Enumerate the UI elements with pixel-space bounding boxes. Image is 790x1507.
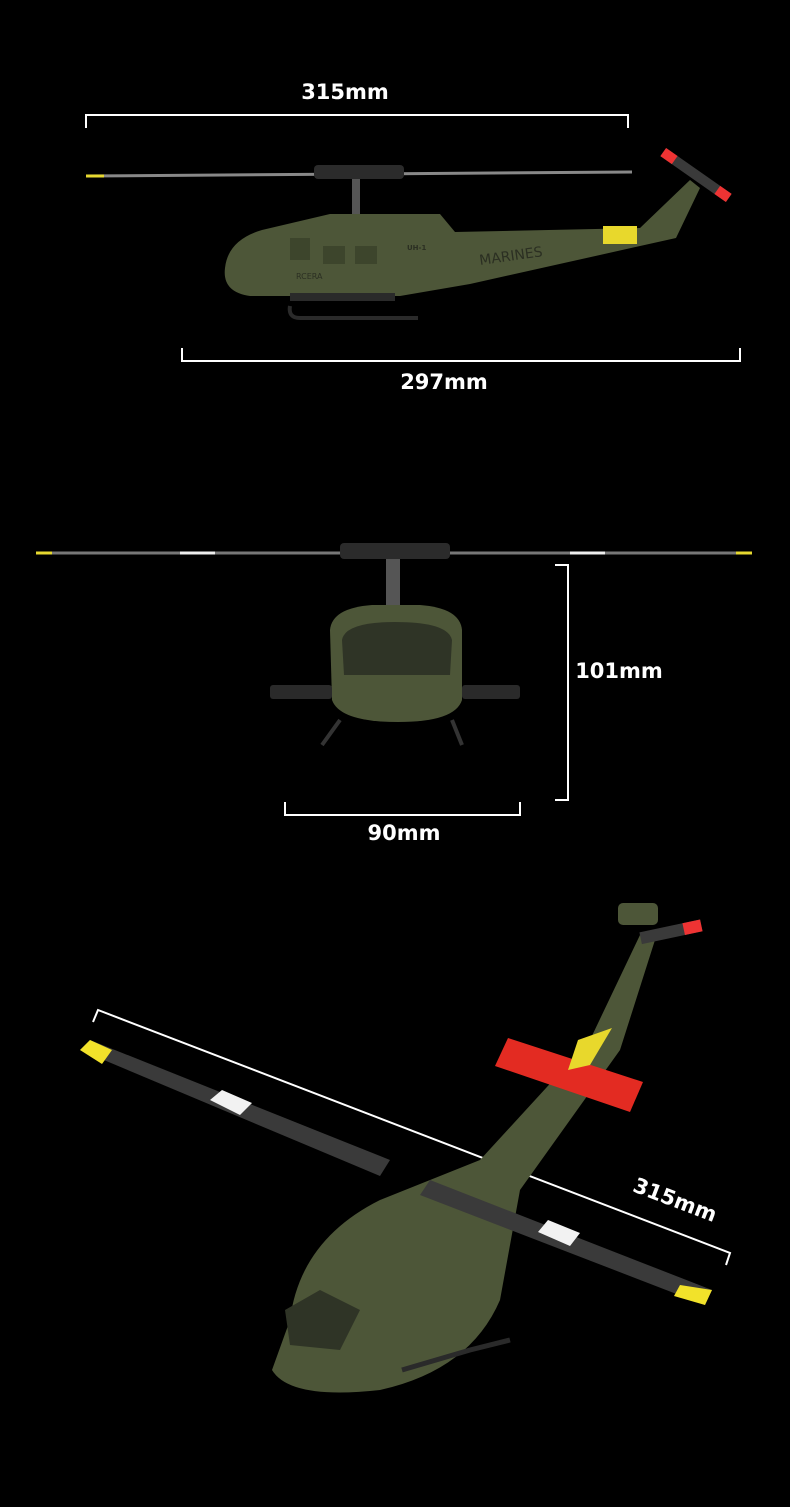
tail-rotor — [660, 147, 732, 203]
front-view-helicopter — [36, 543, 752, 747]
perspective-view-helicopter — [80, 903, 712, 1393]
front-height-dimension-line — [555, 564, 569, 801]
front-width-dimension-line — [284, 802, 521, 816]
side-rotor-length-label: 315mm — [301, 80, 389, 104]
front-height-label: 101mm — [575, 659, 663, 683]
perspective-rotor-dimension-line — [92, 1008, 732, 1266]
side-body-dimension-line — [181, 348, 741, 362]
tail-rotor — [639, 919, 703, 945]
side-rotor-dimension-line — [85, 114, 629, 128]
brand-marking: RCERA — [296, 272, 323, 281]
side-view-helicopter: MARINES UH-1 RCERA — [85, 147, 732, 320]
front-width-label: 90mm — [367, 821, 441, 845]
model-marking: UH-1 — [407, 244, 426, 252]
side-body-length-label: 297mm — [400, 370, 488, 394]
